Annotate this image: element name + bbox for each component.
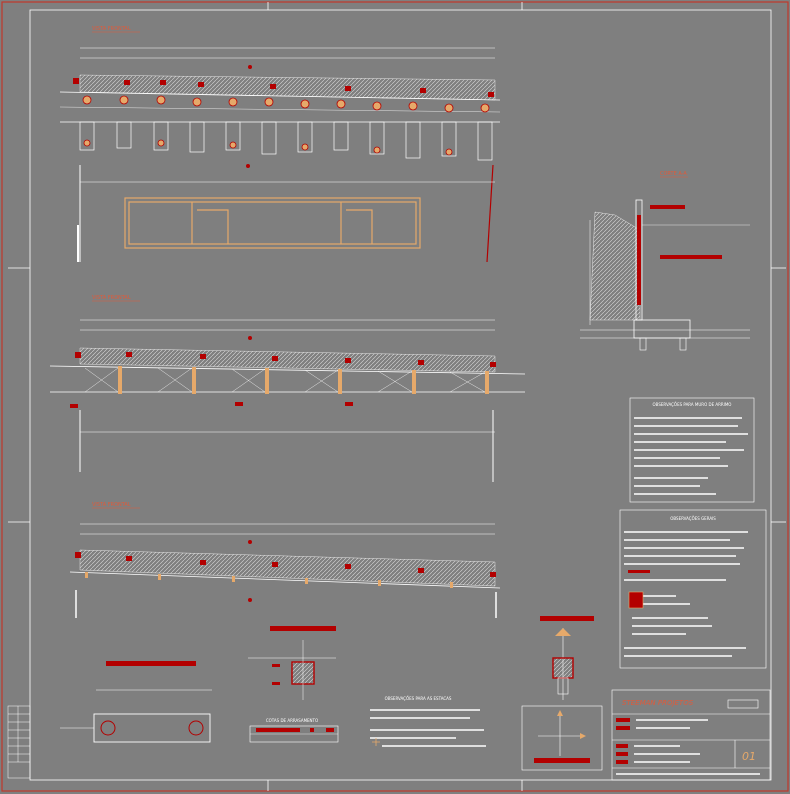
section-detail: CORTE A-A: [580, 171, 750, 351]
block-section-detail: [248, 626, 336, 700]
legend-table: [7, 705, 31, 779]
notes-general: OBSERVAÇÕES GERAIS: [619, 509, 767, 669]
elevation-view-2: VISTA FRONTAL: [49, 295, 526, 482]
notes-piles: OBSERVAÇÕES PARA AS ESTACAS: [370, 696, 486, 747]
inner-border: [29, 9, 772, 781]
axis-detail: [521, 705, 603, 771]
pile-cap-detail: [60, 661, 212, 743]
elevation-view-1: VISTA FRONTAL: [59, 26, 501, 263]
title-block: STEEMAN PROJETOS 01: [611, 689, 771, 781]
view-1-title: VISTA FRONTAL: [92, 26, 131, 32]
elevation-view-3: VISTA FRONTAL: [69, 502, 501, 618]
sheet-number: 01: [742, 750, 756, 763]
arrangement-title: COTAS DE ARRASAMENTO: [266, 718, 318, 723]
detail-title: CORTE A-A: [660, 171, 687, 177]
company-name: STEEMAN PROJETOS: [622, 699, 694, 707]
notes-piles-title: OBSERVAÇÕES PARA AS ESTACAS: [385, 696, 452, 701]
column-detail: [540, 616, 594, 700]
notes-general-title: OBSERVAÇÕES GERAIS: [670, 516, 716, 521]
view-2-title: VISTA FRONTAL: [92, 295, 131, 301]
view-3-title: VISTA FRONTAL: [92, 502, 131, 508]
foundation-plan: [124, 197, 421, 249]
notes-retaining-wall: OBSERVAÇÕES PARA MURO DE ARRIMO: [629, 397, 755, 503]
arrangement-table: COTAS DE ARRASAMENTO: [249, 718, 339, 743]
notes-retaining-wall-title: OBSERVAÇÕES PARA MURO DE ARRIMO: [653, 402, 732, 407]
border-ticks: [8, 2, 786, 791]
